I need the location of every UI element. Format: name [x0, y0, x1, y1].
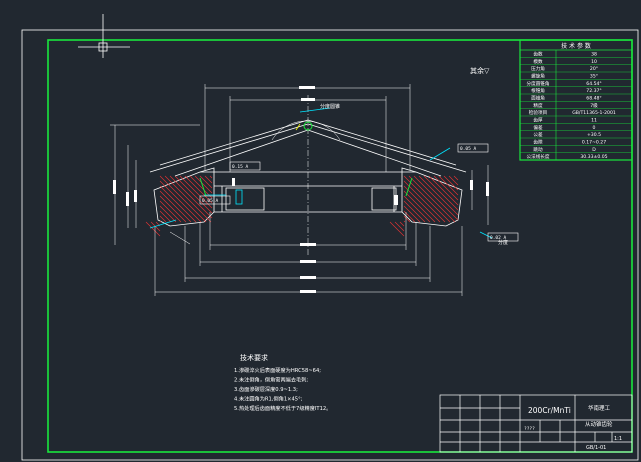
- param-value: GB/T11365-1-2001: [572, 110, 616, 116]
- pitch-label: 分度: [498, 239, 508, 246]
- param-label: 齿隙: [533, 139, 543, 146]
- param-label: 压力角: [531, 65, 545, 72]
- tech-req-item: 1.渗碳淬火后表面硬度为HRC58~64;: [234, 366, 321, 374]
- param-value: 10: [591, 59, 597, 65]
- tolerance-frames: 0.15 A 0.05 A 0.02 A 0.05 A: [199, 143, 519, 242]
- param-value: D: [592, 147, 596, 153]
- param-label: 齿厚: [533, 118, 543, 124]
- param-label: 模数: [533, 58, 543, 65]
- tech-req-heading: 技术要求: [240, 353, 268, 362]
- header-marks: ????: [524, 426, 535, 432]
- school-name: 华南理工: [588, 404, 611, 412]
- tech-req-item: 2.未注倒角，倒角需两端去毛刺;: [234, 376, 308, 384]
- param-label: 公差: [533, 131, 543, 138]
- param-label: 精度: [533, 102, 543, 109]
- param-label: 公法线长度: [527, 153, 550, 160]
- param-value: 11: [591, 118, 597, 124]
- param-label: 根锥角: [531, 87, 545, 94]
- tolerance-frame: [457, 143, 489, 153]
- param-value: 72.37°: [586, 88, 601, 94]
- drawing-number: GB/1-01: [586, 445, 606, 451]
- left-tooth-section: [153, 167, 215, 227]
- outer-frame: [21, 29, 639, 461]
- parameter-table: 技 术 参 数 齿数 38 模数 10 压力角 20° 螺旋角 35° 分度圆锥角 64.54° 根…: [519, 39, 633, 161]
- title-block: [439, 394, 633, 453]
- param-label: 齿数: [533, 51, 543, 58]
- param-value: 30.33±0.05: [580, 154, 607, 160]
- param-value: 20°: [590, 66, 598, 72]
- tolerance-frame-text: 0.02 A: [490, 235, 507, 241]
- param-value: +30.5: [587, 132, 601, 138]
- param-label: 螺旋角: [531, 73, 545, 80]
- scale-value: 1:1: [614, 436, 622, 442]
- param-label: 分度圆锥角: [527, 80, 550, 87]
- param-value: 68.48°: [586, 96, 601, 102]
- tolerance-frame: [199, 195, 231, 205]
- tolerance-frame-text: 0.05 A: [202, 198, 219, 204]
- param-value: 0: [593, 125, 596, 131]
- parameter-table-title: 技 术 参 数: [561, 42, 591, 50]
- technical-requirements: 技术要求 1.渗碳淬火后表面硬度为HRC58~64; 2.未注倒角，倒角需两端去毛…: [234, 353, 331, 412]
- param-label: 面锥角: [531, 95, 545, 102]
- tech-req-item: 4.未注圆角为R1,倒角1×45°;: [234, 395, 303, 403]
- tech-req-item: 5.热处理后齿面精度不低于7级精度IT12。: [234, 404, 331, 412]
- material-label: 200Cr/MnTi: [528, 406, 571, 415]
- tolerance-frame-text: 0.05 A: [460, 146, 477, 152]
- param-label: 偏差: [533, 124, 543, 131]
- param-value: 0.17~0.27: [582, 140, 606, 146]
- drawing-name: 从动锥齿轮: [585, 420, 613, 428]
- param-value: 35°: [590, 74, 598, 80]
- param-value: 7级: [590, 102, 598, 109]
- tech-req-item: 3.齿面渗碳层深度0.9~1.3;: [234, 385, 298, 393]
- param-value: 64.54°: [586, 81, 601, 87]
- drawing-border: [47, 39, 633, 453]
- crosshair-cursor: [78, 14, 130, 58]
- tolerance-frame: [487, 232, 519, 242]
- param-label: 检验项目: [529, 109, 547, 116]
- pitch-cone-label: 分度圆锥: [320, 103, 340, 110]
- gear-drawing: 0.15 A 0.05 A 0.02 A 0.05 A 分度圆锥 分度: [110, 84, 519, 296]
- corner-note: 其余▽: [470, 66, 490, 75]
- right-tooth-section: [401, 167, 463, 227]
- param-label: 跳动: [533, 146, 543, 153]
- tolerance-frame: [229, 161, 261, 171]
- tolerance-frame-text: 0.15 A: [232, 164, 249, 170]
- param-value: 38: [591, 52, 597, 58]
- right-hatch: [389, 175, 459, 237]
